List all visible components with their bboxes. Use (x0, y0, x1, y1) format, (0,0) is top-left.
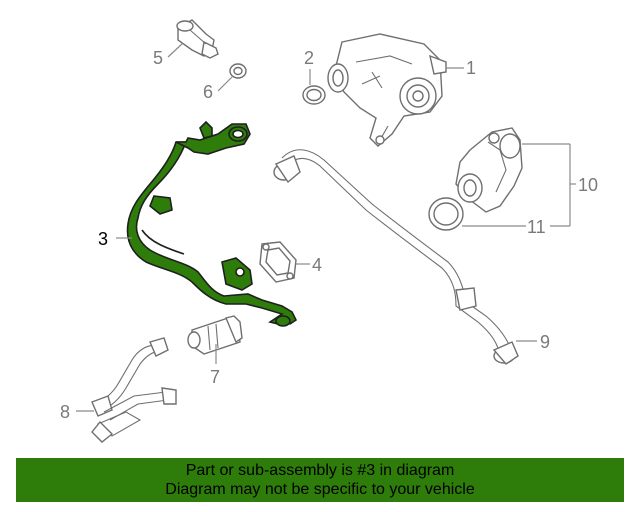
part-9-coolant-pipe[interactable] (273, 149, 519, 365)
callout-10: 10 (578, 175, 598, 195)
part-10-thermostat-housing[interactable] (455, 127, 523, 213)
info-banner: Part or sub-assembly is #3 in diagram Di… (16, 458, 624, 502)
callout-3: 3 (98, 229, 108, 249)
callout-2: 2 (304, 48, 314, 68)
callout-9: 9 (540, 332, 550, 352)
callout-8: 8 (60, 402, 70, 422)
callout-7: 7 (210, 367, 220, 387)
callout-11: 11 (527, 217, 546, 237)
part-8-hose-assembly[interactable] (91, 337, 177, 443)
callout-1: 1 (466, 58, 476, 78)
callout-5: 5 (153, 48, 163, 68)
part-2-gasket[interactable] (302, 85, 326, 105)
banner-line-1: Part or sub-assembly is #3 in diagram (185, 462, 455, 479)
part-5-sensor[interactable] (176, 19, 219, 59)
part-4-gasket[interactable] (259, 241, 297, 283)
part-11-gasket[interactable] (428, 197, 464, 231)
part-6-o-ring[interactable] (229, 63, 247, 79)
banner-line-2: Diagram may not be specific to your vehi… (165, 481, 475, 498)
callout-4: 4 (312, 255, 322, 275)
part-3-coolant-pipe-highlighted[interactable] (126, 120, 298, 327)
callout-6: 6 (203, 82, 213, 102)
parts-diagram: 5 6 2 1 (60, 19, 598, 443)
part-7-connector[interactable] (187, 315, 243, 355)
part-1-pump-housing[interactable] (327, 33, 447, 147)
